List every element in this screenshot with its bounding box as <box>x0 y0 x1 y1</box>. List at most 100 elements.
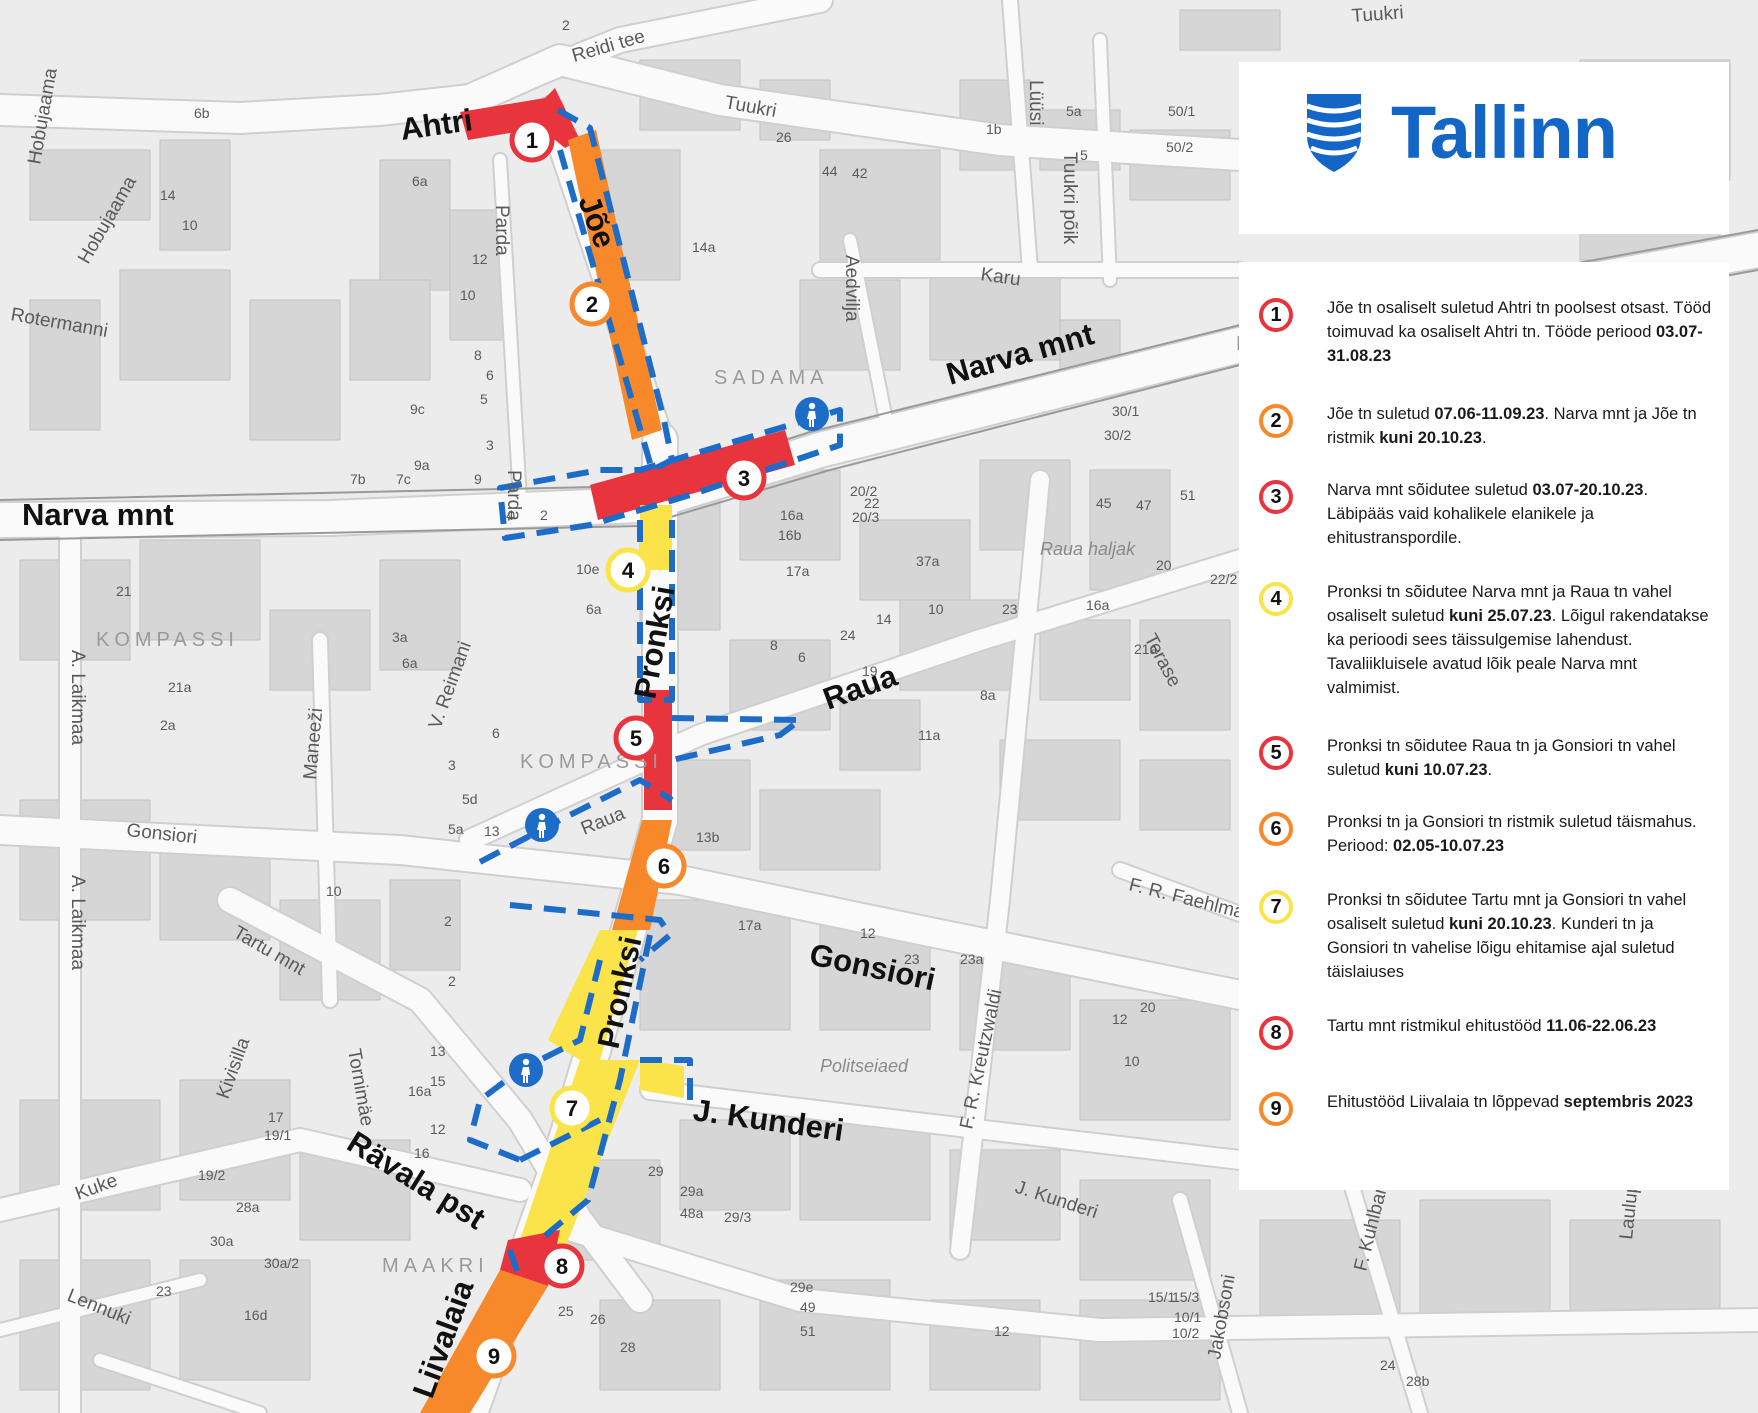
building-block <box>29 299 101 431</box>
legend-text: Ehitustööd Liivalaia tn lõppevad septemb… <box>1327 1093 1693 1111</box>
house-number: 49 <box>800 1299 816 1315</box>
detour-outline <box>507 1249 523 1281</box>
legend-badge: 1 <box>1259 298 1293 332</box>
road <box>1094 34 1116 286</box>
house-number: 2 <box>448 973 456 989</box>
house-number: 24 <box>1380 1357 1396 1373</box>
house-number: 9c <box>410 401 425 417</box>
legend-badge: 6 <box>1259 812 1293 846</box>
house-number: 21a <box>168 679 192 695</box>
house-number: 42 <box>852 165 868 181</box>
minor-street-label: Tuukri põik <box>1059 152 1080 245</box>
marker-number: 3 <box>738 466 750 491</box>
road <box>1343 1173 1427 1413</box>
marker-number: 7 <box>566 1096 578 1121</box>
house-number: 50/1 <box>1168 103 1195 119</box>
minor-street-label: Parda <box>491 205 512 256</box>
road <box>0 1129 531 1221</box>
pedestrian-icon <box>509 1053 543 1087</box>
building-block <box>1079 999 1231 1121</box>
road <box>458 0 832 112</box>
road <box>529 1209 1758 1341</box>
house-number: 23 <box>1002 601 1018 617</box>
house-number: 2 <box>562 17 570 33</box>
marker-number: 2 <box>586 292 598 317</box>
house-number: 37a <box>916 553 940 569</box>
road <box>460 550 1250 850</box>
house-number: 16a <box>780 507 804 523</box>
house-number: 16a <box>408 1083 432 1099</box>
legend-badge: 7 <box>1259 890 1293 924</box>
building-block <box>599 1299 721 1391</box>
house-number: 16a <box>1086 597 1110 613</box>
detour-outline <box>467 959 603 1163</box>
building-block <box>1419 1199 1551 1331</box>
building-block <box>379 159 451 291</box>
marker-number: 1 <box>526 128 538 153</box>
house-number: 13 <box>430 1043 446 1059</box>
house-number: 17a <box>786 563 810 579</box>
marker-6: 6 <box>641 843 687 889</box>
building-block <box>1139 759 1231 831</box>
detour-outline <box>509 902 673 963</box>
house-number: 19 <box>862 663 878 679</box>
house-number: 28a <box>236 1199 260 1215</box>
house-number: 6 <box>798 649 806 665</box>
house-number: 1b <box>986 121 1002 137</box>
house-number: 10 <box>928 601 944 617</box>
house-number: 23 <box>904 951 920 967</box>
house-number: 17 <box>268 1109 284 1125</box>
house-number: 16d <box>244 1307 267 1323</box>
house-number: 12 <box>1112 1011 1128 1027</box>
legend-text: Pronksi tn sõidutee Tartu mnt ja Gonsior… <box>1327 891 1687 981</box>
house-number: 22 <box>864 495 880 511</box>
house-number: 16b <box>778 527 802 543</box>
house-number: 10/2 <box>1172 1325 1199 1341</box>
closure-segment-red <box>644 690 672 810</box>
house-number: 29a <box>680 1183 704 1199</box>
marker-4: 4 <box>605 547 651 593</box>
pedestrian-icon <box>795 397 829 431</box>
house-number: 14a <box>692 239 716 255</box>
road <box>0 1274 206 1336</box>
building-block <box>249 299 341 441</box>
legend-badge: 2 <box>1259 404 1293 438</box>
house-number: 10/1 <box>1174 1309 1201 1325</box>
house-number: 23 <box>156 1283 172 1299</box>
building-block <box>139 539 261 641</box>
legend-text: Pronksi tn sõidutee Raua tn ja Gonsiori … <box>1327 737 1676 779</box>
house-number: 30/2 <box>1104 427 1131 443</box>
building-block <box>759 789 881 871</box>
building-block <box>819 149 941 261</box>
house-number: 25 <box>558 1303 574 1319</box>
house-number: 51 <box>1180 487 1196 503</box>
building-block <box>929 269 1061 361</box>
marker-8: 8 <box>539 1243 585 1289</box>
marker-1: 1 <box>509 117 555 163</box>
building-block <box>389 879 461 971</box>
house-number: 10 <box>460 287 476 303</box>
house-number: 12 <box>430 1121 446 1137</box>
area-label: MAAKRI <box>382 1255 489 1277</box>
house-number: 26 <box>776 129 792 145</box>
house-number: 17a <box>738 917 762 933</box>
minor-street-label: Tuukri <box>1351 2 1404 27</box>
logo-panel: Tallinn <box>1239 62 1729 234</box>
building-block <box>799 279 901 371</box>
house-number: 26 <box>590 1311 606 1327</box>
house-number: 5 <box>1080 147 1088 163</box>
building-block <box>1089 469 1171 591</box>
house-number: 10e <box>576 561 600 577</box>
legend-text: Jõe tn suletud 07.06-11.09.23. Narva mnt… <box>1327 405 1697 447</box>
house-number: 50/2 <box>1166 139 1193 155</box>
legend-badge: 4 <box>1259 582 1293 616</box>
marker-number: 5 <box>630 726 642 751</box>
marker-2: 2 <box>569 281 615 327</box>
house-number: 3a <box>392 629 408 645</box>
building-block <box>29 149 151 221</box>
house-number: 20/2 <box>850 483 877 499</box>
house-number: 7b <box>350 471 366 487</box>
house-number: 8 <box>474 347 482 363</box>
house-number: 21a <box>1134 641 1158 657</box>
